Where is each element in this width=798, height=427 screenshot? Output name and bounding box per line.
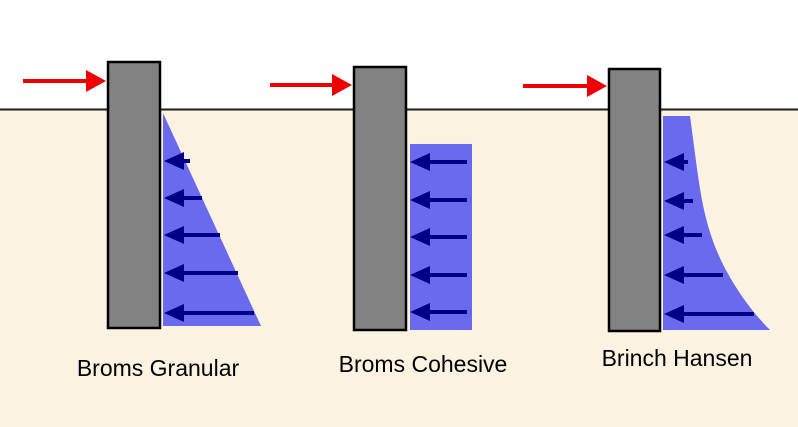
diagram-broms-granular: Broms Granular: [23, 60, 261, 381]
applied-load-arrow: [270, 74, 352, 96]
soil-pressure-arrow: [664, 266, 723, 284]
soil-pressure-arrow: [164, 189, 202, 207]
soil-pressure-arrow: [164, 304, 254, 322]
pile: [607, 67, 662, 333]
soil-pressure-arrow: [664, 305, 754, 323]
soil-pressure-arrow: [164, 152, 190, 170]
soil-pressure-arrow: [410, 153, 467, 171]
applied-load-arrow: [23, 70, 106, 92]
pile: [352, 65, 408, 332]
soil-pressure-arrow: [664, 192, 693, 210]
applied-load-arrow: [523, 75, 607, 97]
soil-pressure-arrow: [410, 303, 467, 321]
soil-pressure-arrow: [410, 266, 467, 284]
diagram-label: Broms Cohesive: [339, 351, 508, 377]
diagram-brinch-hansen: Brinch Hansen: [523, 67, 770, 371]
soil-pressure-arrow: [410, 228, 467, 246]
soil-pressure-arrow: [164, 226, 220, 244]
soil-pressure-arrow: [410, 191, 467, 209]
soil-pressure-arrow: [164, 264, 238, 282]
pile: [106, 60, 162, 330]
diagram-label: Brinch Hansen: [602, 345, 753, 371]
soil-pressure-arrow: [664, 153, 688, 171]
diagram-broms-cohesive: Broms Cohesive: [270, 65, 508, 377]
soil-pressure-arrow: [664, 226, 702, 244]
diagram-label: Broms Granular: [77, 355, 240, 381]
